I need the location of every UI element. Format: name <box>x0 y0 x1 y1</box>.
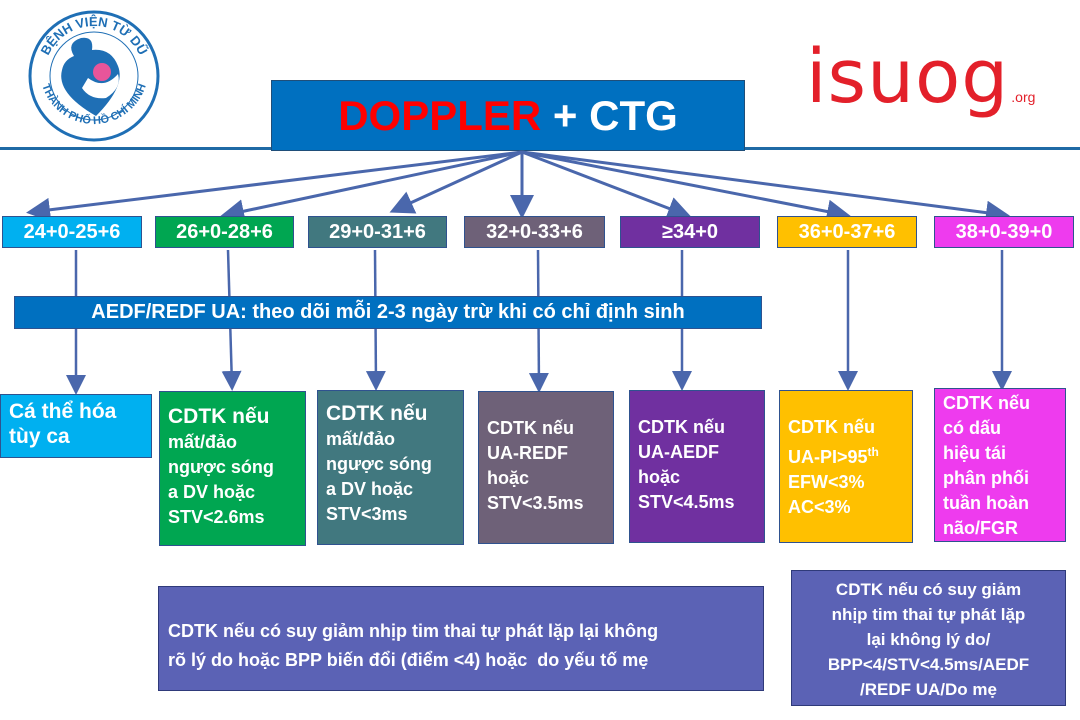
arrow-to-age-7 <box>521 150 1010 225</box>
age-label: 26+0-28+6 <box>176 220 273 243</box>
card-line: STV<4.5ms <box>638 492 735 512</box>
note-line: lại không lý do/ <box>866 630 991 649</box>
card-line: STV<2.6ms <box>168 507 265 527</box>
note-line: CDTK nếu có suy giảm <box>835 580 1022 599</box>
age-group-38-39: 38+0-39+0 <box>934 216 1074 248</box>
isuog-wordmark: isuog <box>806 34 1010 120</box>
note-line: BPP<4/STV<4.5ms/AEDF <box>827 655 1030 674</box>
age-group-29-31: 29+0-31+6 <box>308 216 447 248</box>
arrow-to-age-2 <box>220 150 523 223</box>
age-label: 38+0-39+0 <box>955 220 1053 243</box>
card-heading: CDTK nếu <box>788 417 875 437</box>
card-line: AC<3% <box>788 497 851 517</box>
age-group-34: ≥34+0 <box>620 216 760 248</box>
card-line: hoặc <box>638 467 681 487</box>
aedf-redf-banner: AEDF/REDF UA: theo dõi mỗi 2-3 ngày trừ … <box>14 296 762 329</box>
age-group-24-25: 24+0-25+6 <box>2 216 142 248</box>
card-line: ngược sóng <box>326 454 432 474</box>
card-heading: CDTK nếu <box>168 405 270 428</box>
card-line: Cá thể hóa <box>9 400 117 423</box>
card-32-33: CDTK nếu UA-REDF hoặc STV<3.5ms <box>478 391 614 544</box>
arrow-to-age-5 <box>521 150 692 220</box>
card-34: CDTK nếu UA-AEDF hoặc STV<4.5ms <box>629 390 765 543</box>
card-line: UA-REDF <box>487 443 568 463</box>
note-line: CDTK nếu có suy giảm nhịp tim thai tự ph… <box>168 621 659 641</box>
age-label: 29+0-31+6 <box>329 220 426 243</box>
arrow-to-age-3 <box>389 150 523 214</box>
card-line: UA-PI>95th <box>788 440 904 470</box>
note-line: /REDF UA/Do mẹ <box>860 680 997 699</box>
age-label: 24+0-25+6 <box>23 220 121 243</box>
age-label: ≥34+0 <box>661 220 719 243</box>
card-line: EFW<3% <box>788 472 865 492</box>
card-heading: CDTK nếu <box>326 402 428 425</box>
card-heading: CDTK nếu <box>487 418 574 438</box>
card-36-37: CDTK nếu UA-PI>95th EFW<3% AC<3% <box>779 390 913 543</box>
card-line: STV<3.5ms <box>487 493 584 513</box>
title-ctg: + CTG <box>541 91 678 139</box>
card-29-31: CDTK nếu mất/đảo ngược sóng a DV hoặc ST… <box>317 390 464 545</box>
card-line: mất/đảo <box>168 432 238 452</box>
isuog-logo: isuog.org <box>806 40 1076 120</box>
card-line: phân phối <box>943 468 1029 488</box>
mother-child-logo-icon: BỆNH VIỆN TỪ DŨ THÀNH PHỐ HỒ CHÍ MINH <box>28 10 160 142</box>
card-line: não/FGR <box>943 518 1018 538</box>
arrow-to-age-6 <box>521 150 851 224</box>
banner-text: AEDF/REDF UA: theo dõi mỗi 2-3 ngày trừ … <box>91 301 685 323</box>
card-24-25: Cá thể hóa tùy ca <box>0 394 152 458</box>
card-line: mất/đảo <box>326 429 396 449</box>
isuog-suffix: .org <box>1011 89 1036 105</box>
card-line: UA-AEDF <box>638 442 719 462</box>
age-label: 32+0-33+6 <box>486 220 583 243</box>
note-line: nhịp tim thai tự phát lặp <box>831 605 1026 624</box>
card-line: tùy ca <box>9 425 70 448</box>
card-heading: CDTK nếu <box>943 393 1030 413</box>
card-line: tuần hoàn <box>943 493 1029 513</box>
hospital-logo: BỆNH VIỆN TỪ DŨ THÀNH PHỐ HỒ CHÍ MINH <box>26 8 162 144</box>
card-line: a DV hoặc <box>168 482 256 502</box>
card-26-28: CDTK nếu mất/đảo ngược sóng a DV hoặc ST… <box>159 391 306 546</box>
bottom-note-right: CDTK nếu có suy giảm nhịp tim thai tự ph… <box>791 570 1066 706</box>
card-line: hiệu tái <box>943 443 1007 463</box>
card-heading: CDTK nếu <box>638 417 725 437</box>
superscript-th: th <box>867 445 879 459</box>
bottom-note-left: CDTK nếu có suy giảm nhịp tim thai tự ph… <box>158 586 764 691</box>
age-group-26-28: 26+0-28+6 <box>155 216 294 248</box>
card-line: a DV hoặc <box>326 479 414 499</box>
card-line: có dấu <box>943 418 1002 438</box>
note-line: rõ lý do hoặc BPP biến đổi (điểm <4) hoặ… <box>168 650 649 670</box>
ua-pi-text: UA-PI>95 <box>788 447 868 467</box>
card-line: ngược sóng <box>168 457 274 477</box>
card-line: hoặc <box>487 468 530 488</box>
age-group-32-33: 32+0-33+6 <box>464 216 605 248</box>
arrow-to-age-1 <box>26 150 523 222</box>
age-label: 36+0-37+6 <box>798 220 896 243</box>
page-title: DOPPLER + CTG <box>271 80 745 151</box>
title-doppler: DOPPLER <box>338 91 542 139</box>
card-38-39: CDTK nếu có dấu hiệu tái phân phối tuần … <box>934 388 1066 542</box>
age-group-36-37: 36+0-37+6 <box>777 216 917 248</box>
card-line: STV<3ms <box>326 504 408 524</box>
